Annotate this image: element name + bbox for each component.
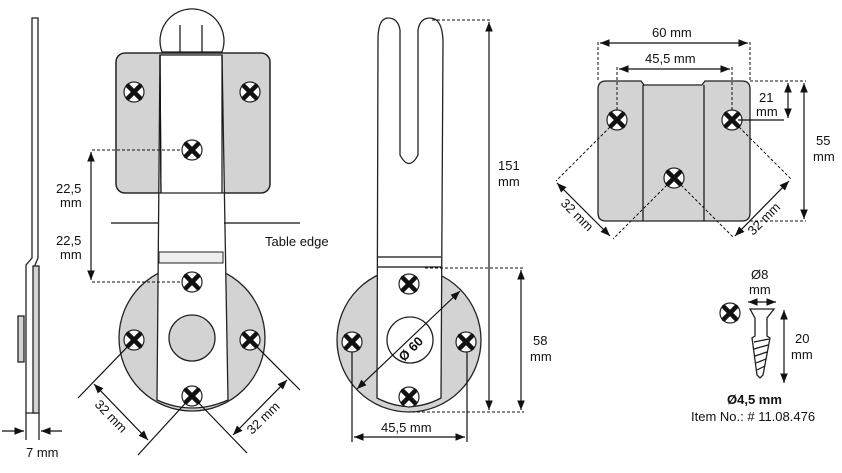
screw-body — [748, 308, 776, 379]
svg-text:55: 55 — [816, 133, 830, 148]
svg-text:60 mm: 60 mm — [652, 25, 692, 40]
svg-text:mm: mm — [530, 349, 552, 364]
side-view: Ø 60 151 mm 58 mm 45,5 mm — [336, 17, 552, 442]
mounting-plate — [597, 80, 751, 222]
svg-text:mm: mm — [749, 282, 771, 297]
screw-icon — [342, 332, 362, 352]
svg-text:45,5 mm: 45,5 mm — [381, 420, 432, 435]
svg-text:mm: mm — [791, 347, 813, 362]
side-profile: 7 mm — [2, 17, 62, 460]
screw-icon — [399, 274, 419, 294]
svg-text:32 mm: 32 mm — [558, 196, 597, 235]
arm — [156, 54, 229, 409]
front-view: Table edge 22,5 mm 22,5 mm 32 mm 32 mm — [56, 8, 329, 456]
svg-text:58: 58 — [533, 333, 547, 348]
svg-text:Ø4,5 mm: Ø4,5 mm — [727, 392, 782, 407]
screw-icon — [182, 140, 202, 160]
plate-view: 60 mm 45,5 mm 21 mm 55 mm 32 mm 32 mm — [555, 25, 835, 240]
svg-text:45,5 mm: 45,5 mm — [645, 51, 696, 66]
screw-head-icon — [720, 303, 740, 323]
table-edge-label: Table edge — [265, 234, 329, 249]
screw-icon — [240, 82, 260, 102]
svg-text:21: 21 — [759, 90, 773, 105]
screw-icon — [182, 272, 202, 292]
svg-text:mm: mm — [60, 247, 82, 262]
thickness-label: 7 mm — [26, 445, 59, 460]
screw-icon — [456, 332, 476, 352]
center-hole — [168, 314, 216, 362]
svg-text:mm: mm — [498, 174, 520, 189]
svg-text:151: 151 — [498, 158, 520, 173]
svg-text:22,5: 22,5 — [56, 181, 81, 196]
svg-text:mm: mm — [813, 149, 835, 164]
screw-detail: Ø8 mm 20 mm Ø4,5 mm Item No.: # 11.08.47… — [691, 267, 815, 424]
svg-text:Item No.: # 11.08.476: Item No.: # 11.08.476 — [691, 409, 815, 424]
screw-icon — [124, 82, 144, 102]
svg-text:mm: mm — [60, 195, 82, 210]
svg-text:22,5: 22,5 — [56, 233, 81, 248]
svg-text:20: 20 — [795, 331, 809, 346]
profile-plate — [32, 265, 40, 414]
screw-icon — [399, 387, 419, 407]
profile-tab — [17, 315, 25, 363]
svg-text:mm: mm — [756, 104, 778, 119]
svg-text:Ø8: Ø8 — [751, 267, 768, 282]
